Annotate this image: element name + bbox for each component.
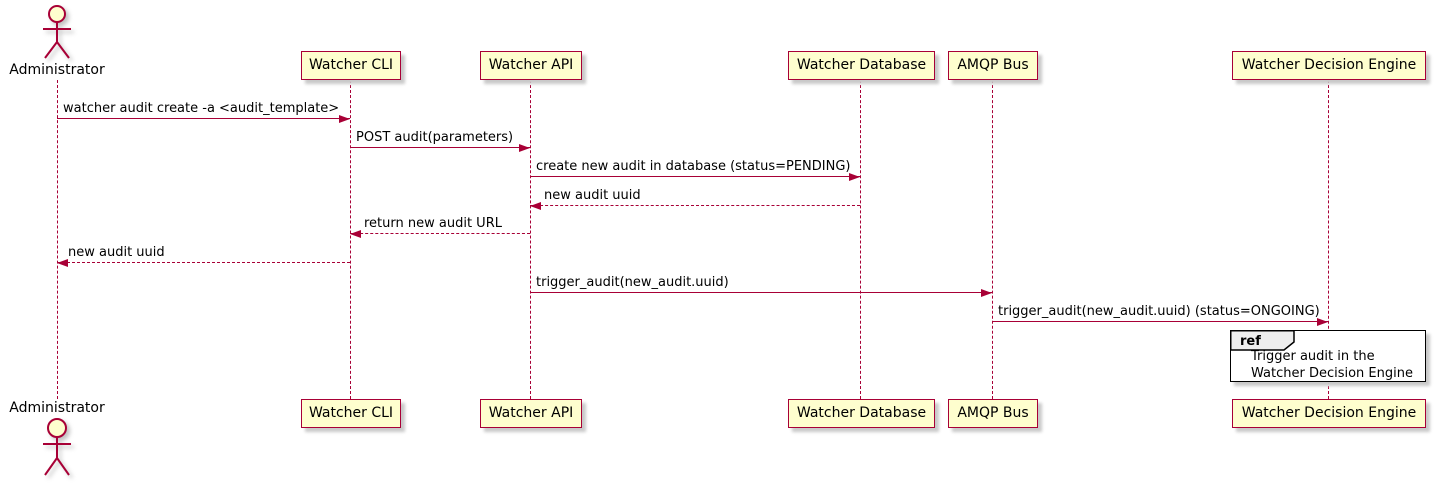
message-watcher-audit-create: watcher audit create -a <audit_template> [57,98,350,123]
arrowhead-icon [530,202,541,210]
ref-text-line: Watcher Decision Engine [1251,366,1413,381]
message-create-new-audit: create new audit in database (status=PEN… [530,156,860,181]
message-label: watcher audit create -a <audit_template> [63,101,340,116]
message-line [57,262,350,263]
ref-text-line: Trigger audit in the [1251,349,1375,364]
arrowhead-icon [1317,318,1328,326]
participant-watcher-decision-engine-bottom: Watcher Decision Engine [1232,399,1426,428]
participant-watcher-cli-bottom: Watcher CLI [301,399,401,428]
message-new-audit-uuid-return: new audit uuid [530,185,860,210]
arrowhead-icon [519,144,530,152]
message-trigger-audit: trigger_audit(new_audit.uuid) [530,272,992,297]
message-label: return new audit URL [364,216,502,231]
lifeline-amqp-bus [992,80,993,399]
message-label: new audit uuid [68,245,165,260]
ref-header-pentagon: ref [1230,330,1295,351]
ref-text: Trigger audit in the Watcher Decision En… [1251,348,1413,382]
participant-watcher-database-top: Watcher Database [788,51,935,80]
participant-watcher-decision-engine-top: Watcher Decision Engine [1232,51,1426,80]
ref-keyword: ref [1240,334,1261,349]
message-line [57,118,350,119]
message-new-audit-uuid-to-admin: new audit uuid [57,242,350,267]
arrowhead-icon [350,230,361,238]
administrator-actor-icon [43,5,71,59]
participant-amqp-bus-bottom: AMQP Bus [948,399,1038,428]
message-label: new audit uuid [544,188,641,203]
message-post-audit: POST audit(parameters) [350,127,530,152]
message-return-new-audit-url: return new audit URL [350,213,530,238]
message-label: trigger_audit(new_audit.uuid) [536,275,729,290]
message-trigger-audit-ongoing: trigger_audit(new_audit.uuid) (status=ON… [992,301,1328,326]
message-line [530,292,992,293]
message-line [350,233,530,234]
participant-watcher-api-bottom: Watcher API [480,399,582,428]
lifeline-watcher-api [530,80,531,399]
arrowhead-icon [849,173,860,181]
ref-fragment: ref Trigger audit in the Watcher Decisio… [1230,330,1426,382]
lifeline-watcher-database [860,80,861,399]
arrowhead-icon [981,289,992,297]
participant-watcher-cli-top: Watcher CLI [301,51,401,80]
lifeline-administrator [57,80,58,399]
message-line [350,147,530,148]
administrator-actor-icon [43,418,71,476]
actor-label-administrator-top: Administrator [9,62,105,78]
lifeline-watcher-decision-engine [1328,80,1329,399]
actor-label-administrator-bottom: Administrator [9,400,105,416]
message-label: create new audit in database (status=PEN… [536,159,851,174]
participant-watcher-database-bottom: Watcher Database [788,399,935,428]
lifeline-watcher-cli [350,80,351,399]
participant-amqp-bus-top: AMQP Bus [948,51,1038,80]
participant-watcher-api-top: Watcher API [480,51,582,80]
message-line [530,176,860,177]
arrowhead-icon [57,259,68,267]
message-label: trigger_audit(new_audit.uuid) (status=ON… [998,304,1320,319]
message-line [992,321,1328,322]
arrowhead-icon [339,115,350,123]
message-line [530,205,860,206]
message-label: POST audit(parameters) [356,130,514,145]
